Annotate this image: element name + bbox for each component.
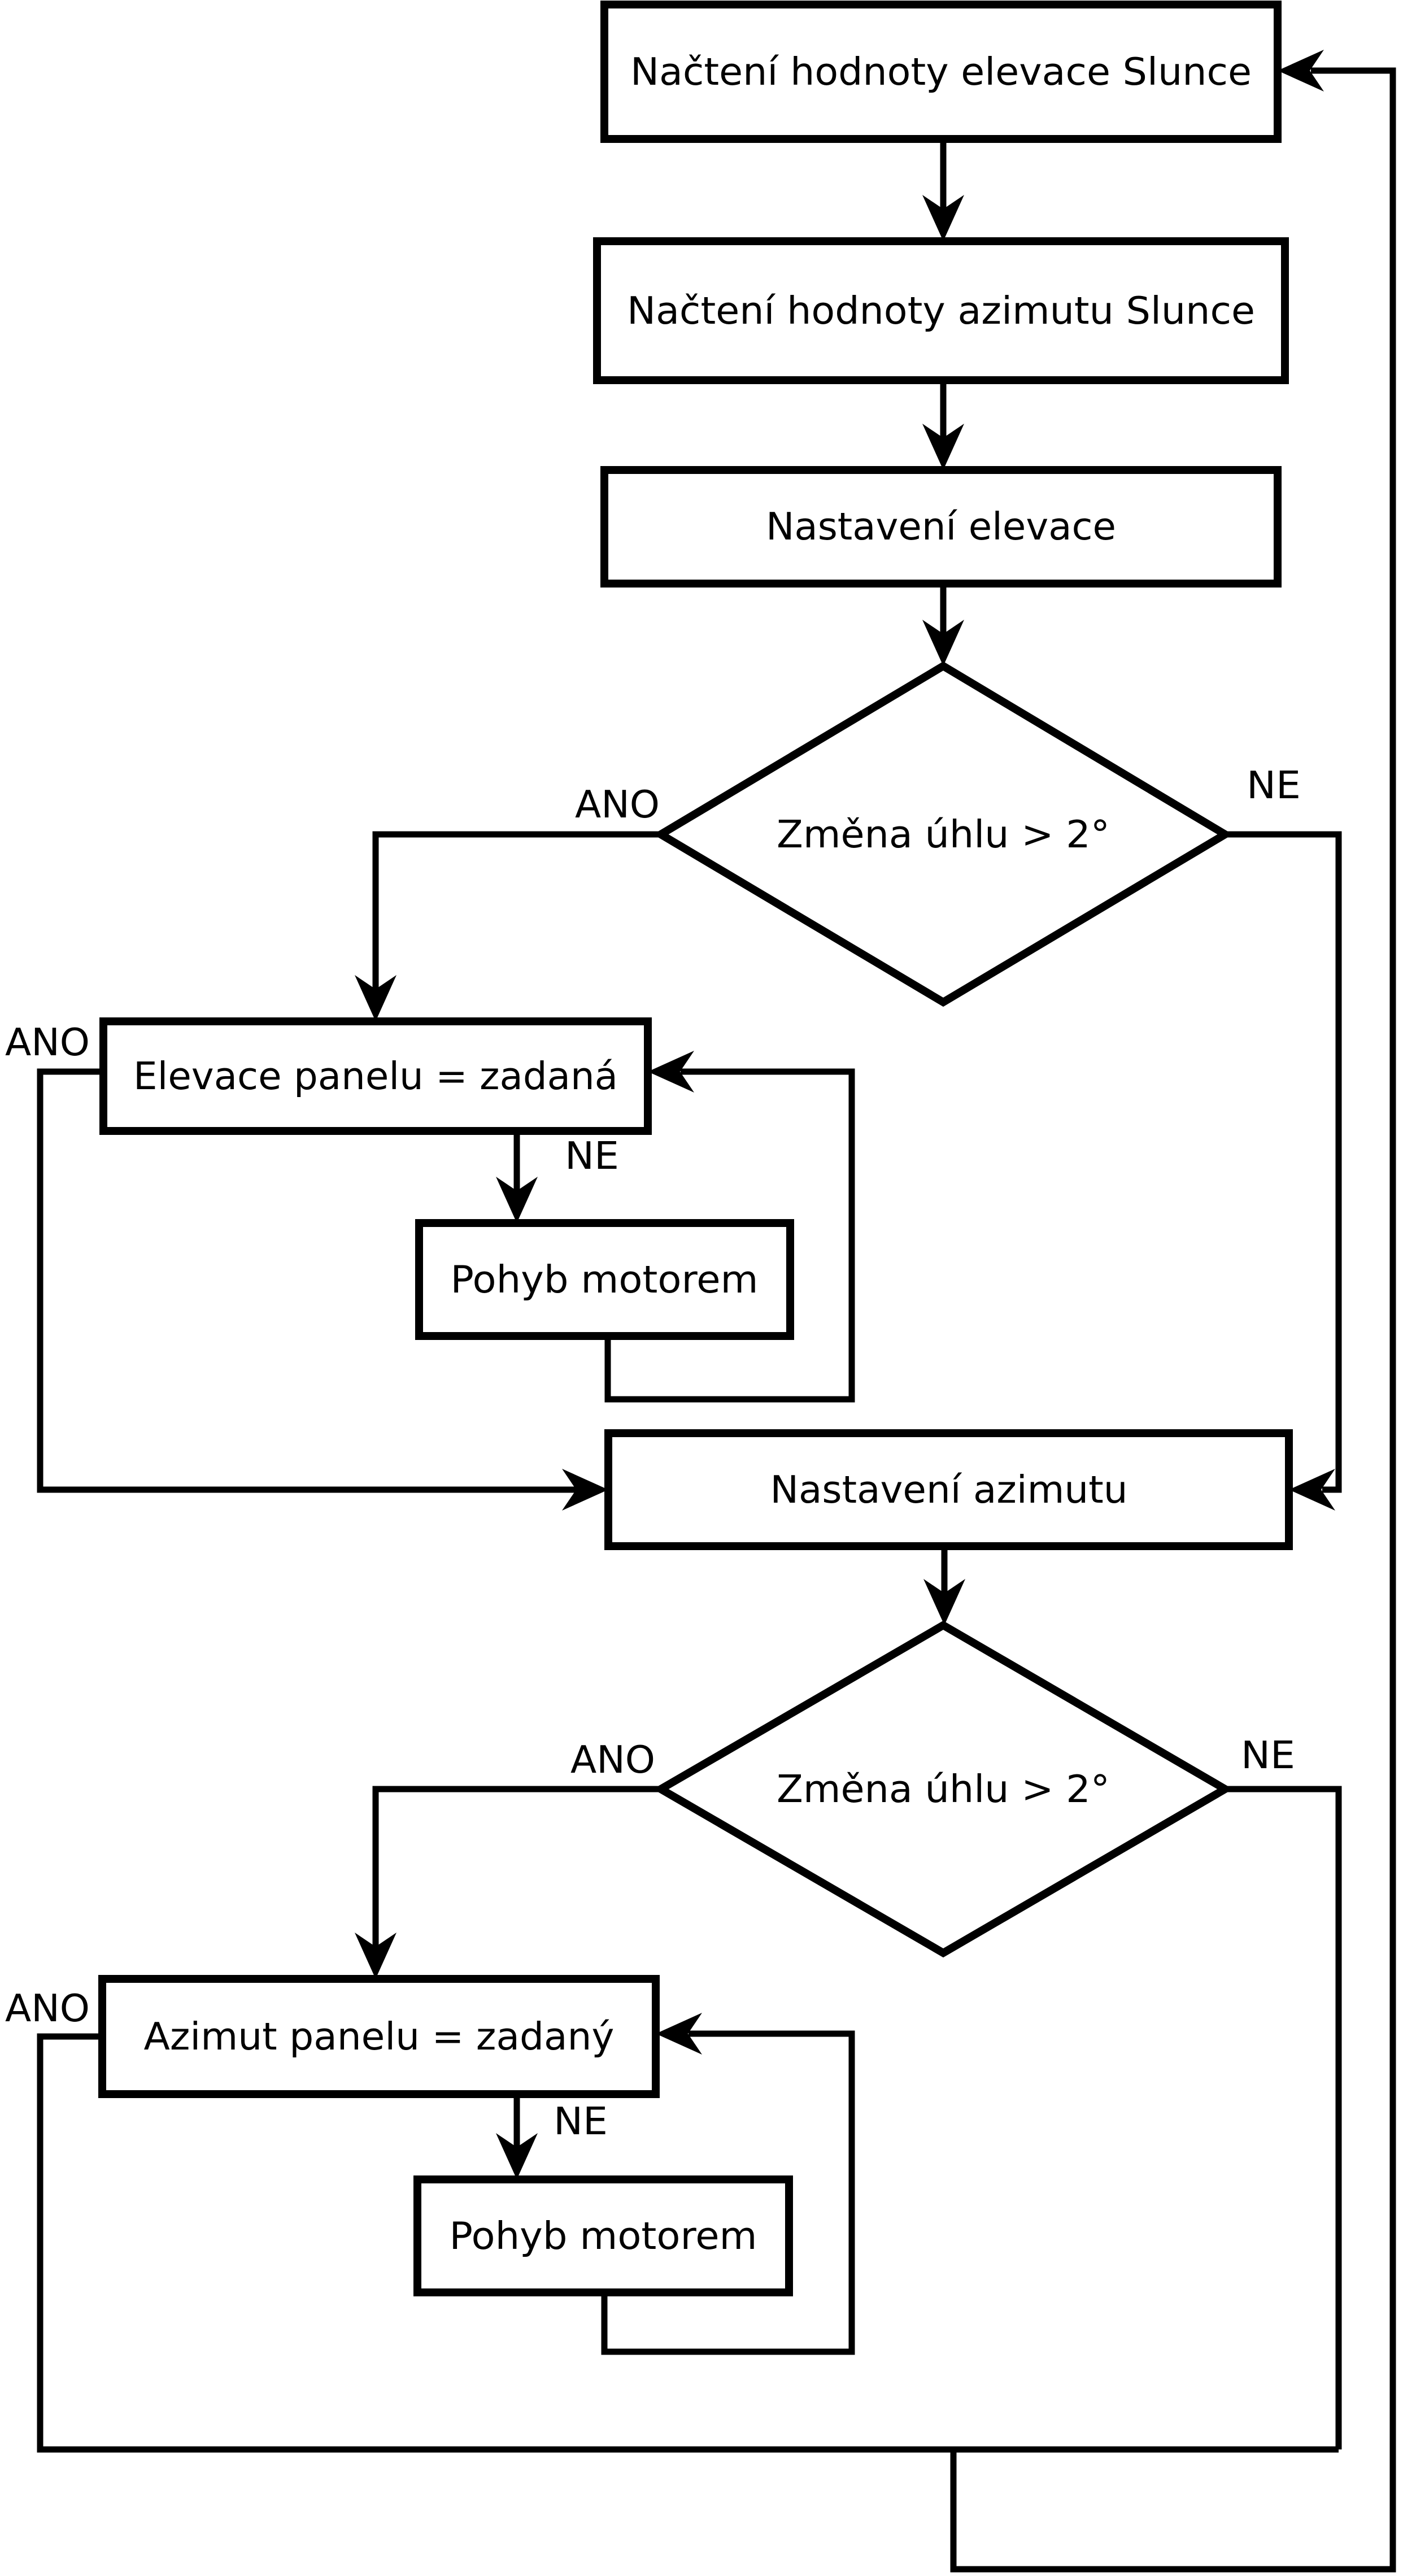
edge-elevation-motor-loop: [604, 1068, 855, 1403]
edge-elevation-reached-no-arrowhead: [496, 1177, 538, 1223]
edge-azimuth-motor-loop: [601, 2030, 855, 2355]
edge-azimuth-decision-yes: [372, 1786, 661, 1948]
decision-azimuth-no-label: NE: [1241, 1733, 1295, 1777]
node-load-azimuth-box: [593, 237, 1289, 384]
node-decision-azimuth-diamond: [653, 1620, 1233, 1958]
node-decision-elevation: Změna úhlu > 2°: [653, 661, 1233, 1007]
node-decision-elevation-diamond: [653, 661, 1233, 1007]
azimuth-reached-yes-label: ANO: [5, 1986, 90, 2030]
edge-azimuth-reached-no-arrowhead: [496, 2133, 538, 2179]
edge-feedback-to-start: [950, 67, 1396, 2573]
node-set-azimuth: Nastavení azimutu: [604, 1429, 1293, 1550]
edge-elevation-decision-no-arrowhead: [1289, 1469, 1335, 1511]
edge-start-to-load-azimuth-arrowhead: [922, 195, 964, 241]
node-motor-elevation-label: Pohyb motorem: [451, 1257, 759, 1302]
edge-load-azimuth-to-set-elevation-arrowhead: [922, 424, 964, 470]
node-azimuth-reached-box: [98, 1975, 660, 2098]
edge-elevation-reached-yes: [37, 1068, 577, 1493]
node-set-elevation-box: [600, 466, 1282, 588]
edge-elevation-motor-loop-arrowhead: [648, 1051, 694, 1093]
node-elevation-reached-label: Elevace panelu = zadaná: [133, 1054, 618, 1098]
node-motor-elevation: Pohyb motorem: [415, 1219, 794, 1340]
node-decision-azimuth-label: Změna úhlu > 2°: [777, 1767, 1110, 1811]
edge-azimuth-motor-loop-arrowhead: [656, 2013, 702, 2055]
edge-elevation-decision-no: [1225, 831, 1342, 1493]
decision-azimuth-yes-label: ANO: [570, 1738, 655, 1782]
node-motor-azimuth-box: [413, 2175, 793, 2296]
decision-elevation-no-label: NE: [1247, 763, 1301, 807]
edge-feedback-to-start-arrowhead: [1278, 50, 1324, 92]
edge-elevation-decision-yes-arrowhead: [355, 975, 396, 1021]
node-load-elevation: Načtení hodnoty elevace Slunce: [600, 1, 1282, 143]
edge-set-azimuth-to-decision-arrowhead: [923, 1579, 965, 1625]
node-set-azimuth-label: Nastavení azimutu: [770, 1468, 1128, 1512]
node-set-elevation-label: Nastavení elevace: [766, 504, 1116, 549]
edge-azimuth-reached-yes-collector: [37, 2033, 1339, 2453]
node-load-elevation-label: Načtení hodnoty elevace Slunce: [630, 50, 1252, 94]
edge-set-elevation-to-decision-arrowhead: [922, 620, 964, 666]
node-decision-azimuth: Změna úhlu > 2°: [653, 1620, 1233, 1958]
node-motor-azimuth-label: Pohyb motorem: [450, 2214, 757, 2258]
node-load-azimuth-label: Načtení hodnoty azimutu Slunce: [627, 289, 1255, 333]
node-elevation-reached-box: [99, 1017, 652, 1135]
edges: [37, 50, 1396, 2573]
node-motor-elevation-box: [415, 1219, 794, 1340]
node-set-elevation: Nastavení elevace: [600, 466, 1282, 588]
node-motor-azimuth: Pohyb motorem: [413, 2175, 793, 2296]
node-azimuth-reached-label: Azimut panelu = zadaný: [144, 2014, 615, 2059]
node-set-azimuth-box: [604, 1429, 1293, 1550]
decision-elevation-yes-label: ANO: [575, 782, 660, 826]
elevation-reached-no-label: NE: [565, 1134, 619, 1178]
node-load-elevation-box: [600, 1, 1282, 143]
node-azimuth-reached: Azimut panelu = zadaný: [98, 1975, 660, 2098]
azimuth-reached-no-label: NE: [554, 2099, 608, 2143]
edge-azimuth-decision-no: [1225, 1786, 1342, 2449]
elevation-reached-yes-label: ANO: [5, 1020, 90, 1064]
edge-elevation-decision-yes: [372, 831, 661, 991]
node-load-azimuth: Načtení hodnoty azimutu Slunce: [593, 237, 1289, 384]
edge-azimuth-decision-yes-arrowhead: [355, 1933, 396, 1979]
node-elevation-reached: Elevace panelu = zadaná: [99, 1017, 652, 1135]
node-decision-elevation-label: Změna úhlu > 2°: [777, 812, 1110, 856]
edge-elevation-reached-yes-arrowhead: [562, 1469, 608, 1511]
